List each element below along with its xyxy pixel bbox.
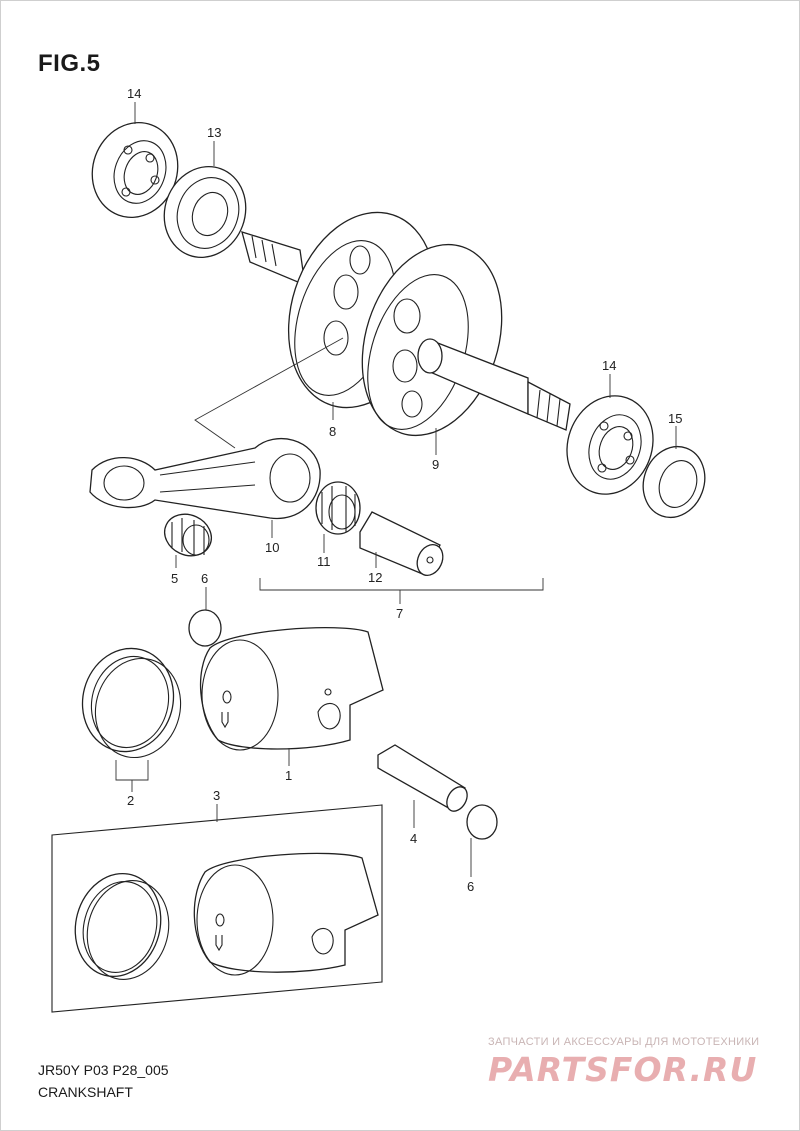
watermark-logo: PARTSFOR.RU <box>488 1050 758 1089</box>
crank-pin-12[interactable] <box>359 511 448 580</box>
circlip-6-lower[interactable] <box>466 804 498 840</box>
bearing-14-top[interactable] <box>79 111 191 230</box>
needle-bearing-11[interactable] <box>315 481 361 535</box>
part-label-4: 4 <box>410 831 417 846</box>
part-label-1: 1 <box>285 768 292 783</box>
part-number-labels: 1 2 3 4 5 6 6 7 8 9 10 11 12 13 14 14 15 <box>127 86 682 894</box>
bearing-14-right[interactable] <box>553 384 666 507</box>
part-label-13: 13 <box>207 125 221 140</box>
part-label-12: 12 <box>368 570 382 585</box>
piston-ring-set-3[interactable] <box>64 852 379 988</box>
leader-lines <box>134 102 677 877</box>
circlip-6-upper[interactable] <box>188 609 222 647</box>
assembly-box-3 <box>51 804 383 1013</box>
part-label-8: 8 <box>329 424 336 439</box>
crank-half-9[interactable] <box>339 226 571 453</box>
part-label-6-upper: 6 <box>201 571 208 586</box>
figure-title: FIG.5 <box>38 50 101 77</box>
piston-pin-4[interactable] <box>377 744 471 815</box>
part-label-7: 7 <box>396 606 403 621</box>
section-name: CRANKSHAFT <box>38 1084 133 1100</box>
part-label-15: 15 <box>668 411 682 426</box>
part-label-2: 2 <box>127 793 134 808</box>
oil-seal-15[interactable] <box>633 438 714 526</box>
part-label-5: 5 <box>171 571 178 586</box>
piston-rings-2[interactable] <box>71 638 191 792</box>
watermark-tagline: ЗАПЧАСТИ И АКСЕССУАРЫ ДЛЯ МОТОТЕХНИКИ <box>488 1036 760 1048</box>
needle-bearing-5[interactable] <box>158 507 218 564</box>
part-label-3: 3 <box>213 788 220 803</box>
part-label-6-lower: 6 <box>467 879 474 894</box>
model-code: JR50Y P03 P28_005 <box>38 1062 169 1078</box>
part-label-14-top: 14 <box>127 86 141 101</box>
assembly-bracket-7 <box>259 578 544 591</box>
part-label-11: 11 <box>317 554 331 569</box>
piston-1[interactable] <box>199 626 384 751</box>
part-label-10: 10 <box>265 540 279 555</box>
part-label-14-right: 14 <box>602 358 616 373</box>
part-label-9: 9 <box>432 457 439 472</box>
connecting-rod-10[interactable] <box>89 437 321 520</box>
oil-seal-13[interactable] <box>152 155 259 269</box>
